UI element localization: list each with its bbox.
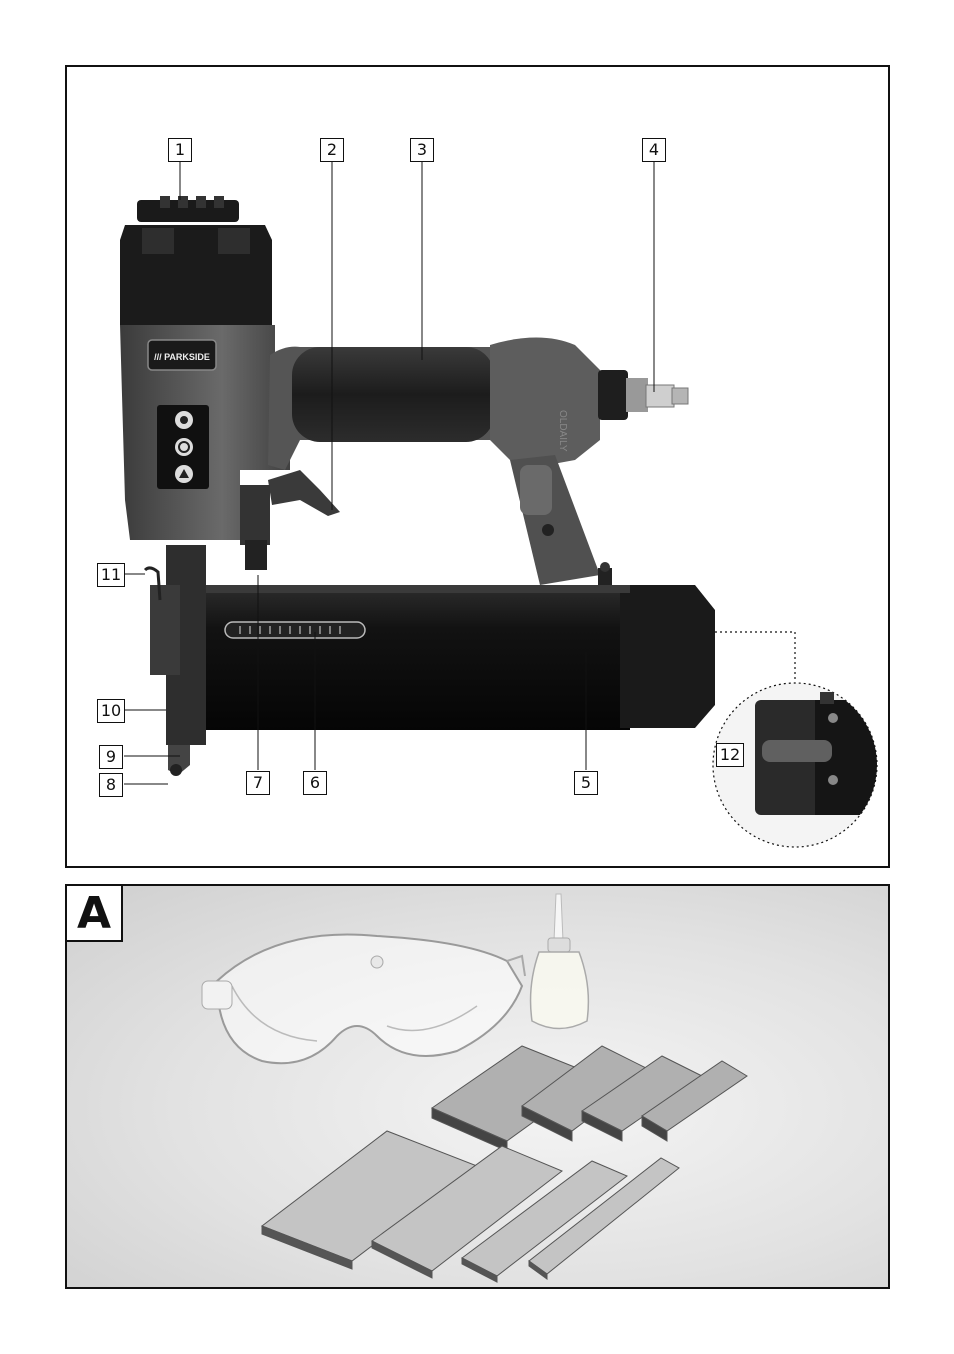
magazine-release-detail <box>755 692 885 815</box>
rear-cap-marking: OLDAILY <box>557 410 568 452</box>
trigger <box>268 470 340 516</box>
rear-cap <box>490 338 600 471</box>
oil-bottle-illustration <box>531 894 589 1029</box>
part-number-4: 4 <box>642 138 666 162</box>
part-number-10: 10 <box>97 699 125 723</box>
part-number-3: 3 <box>410 138 434 162</box>
brand-label: /// PARKSIDE <box>154 352 210 362</box>
part-number-2: 2 <box>320 138 344 162</box>
part-number-12: 12 <box>716 743 744 767</box>
handle-grip <box>292 347 494 442</box>
part-number-1: 1 <box>168 138 192 162</box>
part-number-8: 8 <box>99 773 123 797</box>
part-number-7: 7 <box>246 771 270 795</box>
staple-strips-illustration <box>262 1046 747 1282</box>
accessories-drawing <box>67 886 890 1289</box>
part-number-11: 11 <box>97 563 125 587</box>
fill-level-window <box>225 622 365 638</box>
safety-goggles-illustration <box>202 934 525 1063</box>
magazine <box>206 585 630 730</box>
part-number-6: 6 <box>303 771 327 795</box>
figure-accessories <box>65 884 890 1289</box>
air-connector <box>646 385 674 407</box>
figure-label-a: A <box>65 884 123 942</box>
magazine-end-cap <box>620 585 715 728</box>
part-number-5: 5 <box>574 771 598 795</box>
top-cap <box>120 196 272 325</box>
part-number-9: 9 <box>99 745 123 769</box>
